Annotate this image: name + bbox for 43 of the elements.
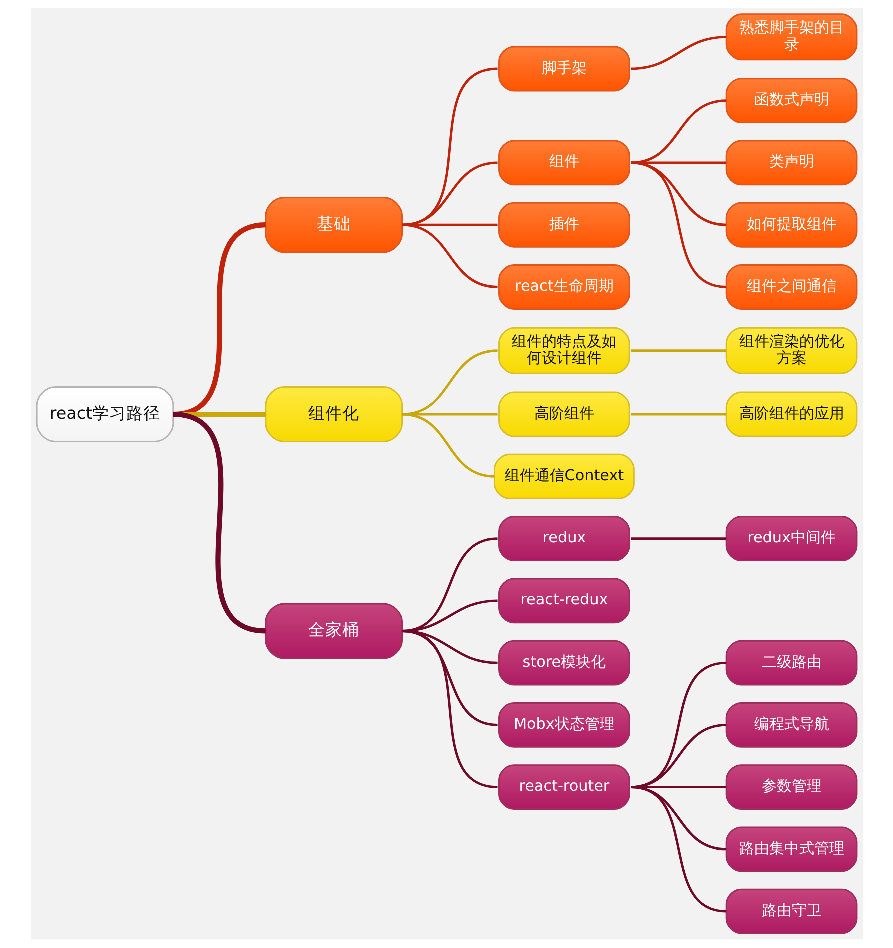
node-box: 脚手架	[498, 46, 630, 92]
node-box: 组件通信Context	[493, 454, 634, 500]
connector	[630, 538, 726, 540]
node-box: react-redux	[498, 578, 630, 624]
node-box: 函数式声明	[725, 78, 858, 124]
connector	[172, 412, 266, 634]
node-box: 高阶组件的应用	[725, 392, 858, 438]
node-box: react-router	[498, 764, 630, 810]
node-box: 组件化	[264, 386, 403, 443]
connector	[630, 786, 726, 913]
connector	[630, 413, 726, 416]
node-box: 编程式导航	[725, 702, 858, 748]
node-box: 类声明	[725, 140, 858, 186]
node-box: 组件的特点及如何设计组件	[498, 327, 630, 374]
node-box: 参数管理	[725, 764, 858, 810]
connector	[630, 36, 726, 70]
node-box: react学习路径	[36, 386, 174, 443]
connector	[630, 162, 726, 288]
node-box: 高阶组件	[498, 392, 630, 438]
node-box: 路由集中式管理	[725, 826, 858, 872]
node-box: 二级路由	[725, 640, 858, 686]
node-box: 全家桶	[264, 603, 403, 660]
node-box: 基础	[264, 197, 403, 254]
node-box: store模块化	[498, 640, 630, 686]
connector	[630, 100, 726, 164]
node-box: 插件	[498, 202, 630, 248]
node-box: 熟悉脚手架的目录	[725, 14, 858, 61]
node-box: Mobx状态管理	[498, 702, 630, 748]
node-box: react生命周期	[498, 264, 630, 310]
node-box: redux中间件	[725, 516, 858, 562]
connector	[402, 224, 498, 288]
node-box: 如何提取组件	[725, 202, 858, 248]
connector	[402, 413, 494, 478]
connector	[630, 162, 726, 226]
node-box: 组件渲染的优化方案	[725, 327, 858, 374]
node-box: 组件	[498, 140, 630, 186]
node-box: 组件之间通信	[725, 264, 858, 310]
connector	[630, 350, 726, 352]
node-box: 路由守卫	[725, 888, 858, 934]
connector	[402, 630, 498, 789]
node-box: redux	[498, 516, 630, 562]
connector	[402, 350, 498, 416]
connector	[630, 162, 726, 164]
